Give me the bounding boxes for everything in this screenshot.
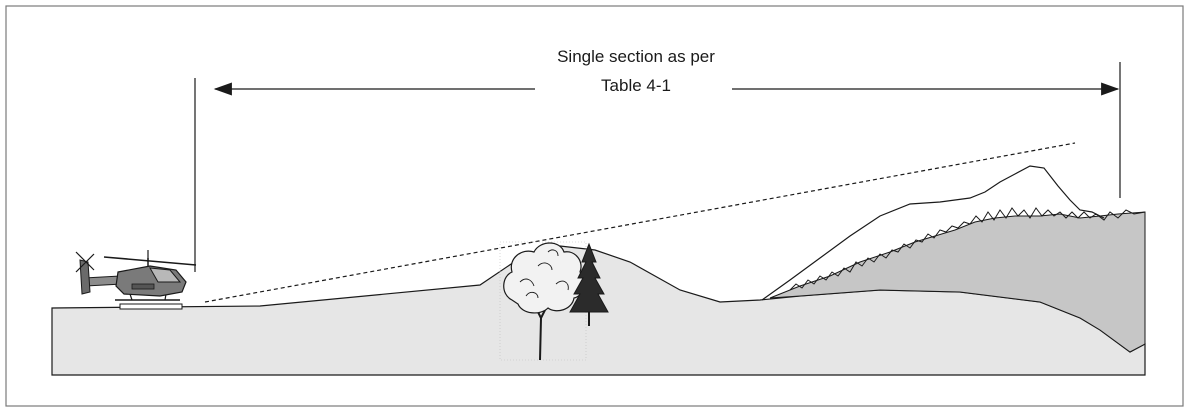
diagram-frame [5,5,1184,407]
ridge-outline [761,165,1105,301]
treeline-edge [789,207,1146,291]
annotation-line-1: Single section as per [557,47,715,66]
deciduous-tree-icon [499,241,587,361]
line-of-sight [204,142,1076,303]
annotation-line-2: Table 4-1 [601,76,671,95]
helicopter-icon [75,250,197,310]
conifer-tree-icon [569,242,609,326]
